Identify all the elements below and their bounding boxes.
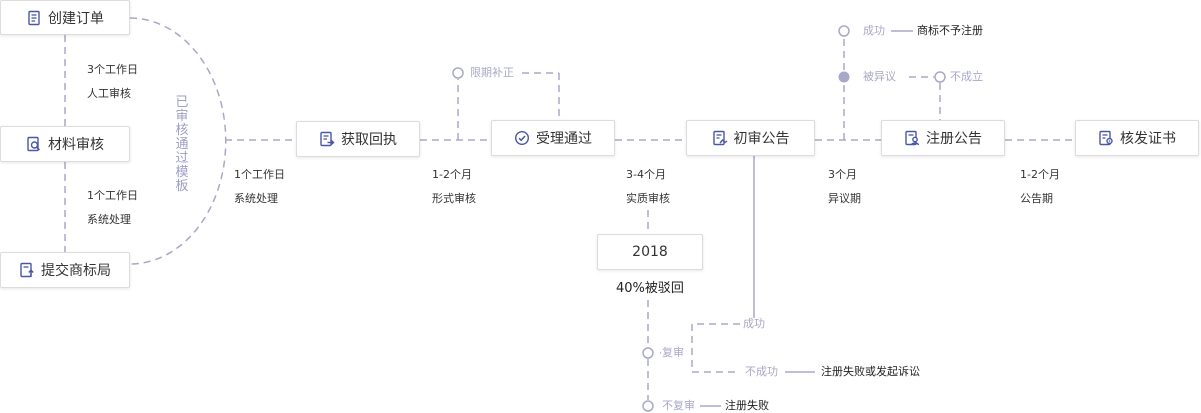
duration-time: 1个工作日: [234, 168, 285, 181]
step-material-review[interactable]: 材料审核: [0, 126, 130, 162]
year-label: 2018: [632, 244, 668, 260]
duration-time: 1-2个月: [432, 168, 472, 181]
upload-document-icon: [19, 262, 35, 278]
step-label: 材料审核: [48, 137, 104, 153]
branch-not-established-label: 不成立: [950, 70, 983, 83]
branch-correction-label: 限期补正: [470, 66, 514, 79]
step-submit-bureau[interactable]: 提交商标局: [0, 252, 130, 288]
step-label: 获取回执: [341, 132, 397, 148]
duration-desc: 实质审核: [626, 192, 670, 205]
no-review-result: 注册失败: [725, 399, 769, 412]
user-document-icon: [904, 130, 920, 146]
step-create-order[interactable]: 创建订单: [0, 0, 130, 35]
duration-desc: 系统处理: [234, 192, 278, 205]
branch-success-result: 商标不予注册: [917, 24, 983, 37]
step-accepted[interactable]: 受理通过: [491, 120, 615, 156]
side-template-label: 已审核通过模板: [175, 95, 189, 194]
search-document-icon: [26, 136, 42, 152]
duration-time: 1-2个月: [1020, 168, 1060, 181]
node-success-upper: [838, 25, 850, 37]
duration-time: 3个月: [828, 168, 857, 181]
review-success-label: 成功: [743, 317, 765, 330]
duration-desc: 公告期: [1020, 192, 1053, 205]
duration-desc: 系统处理: [87, 213, 131, 226]
duration-desc: 人工审核: [87, 87, 131, 100]
node-correction: [452, 67, 464, 79]
receipt-icon: [319, 131, 335, 147]
step-label: 初审公告: [733, 131, 790, 147]
step-label: 核发证书: [1120, 131, 1176, 147]
notice-icon: [712, 130, 728, 146]
no-review-label: 不复审: [662, 399, 695, 412]
certificate-icon: [1098, 130, 1114, 146]
step-get-receipt[interactable]: 获取回执: [296, 121, 420, 157]
check-circle-icon: [514, 130, 530, 146]
step-label: 受理通过: [536, 131, 592, 147]
node-no-review: [642, 400, 654, 412]
node-opposed: [838, 71, 850, 83]
step-certificate[interactable]: 核发证书: [1075, 120, 1199, 156]
step-label: 提交商标局: [41, 263, 111, 279]
step-prelim-notice[interactable]: 初审公告: [686, 120, 815, 156]
node-not-established: [934, 71, 946, 83]
branch-opposed-label: 被异议: [863, 70, 896, 83]
step-reg-notice[interactable]: 注册公告: [881, 120, 1005, 156]
duration-desc: 异议期: [828, 192, 861, 205]
node-review: [642, 347, 654, 359]
duration-time: 3-4个月: [626, 168, 666, 181]
branch-success-label: 成功: [863, 24, 885, 37]
step-label: 注册公告: [926, 131, 982, 147]
duration-desc: 形式审核: [432, 192, 476, 205]
rejection-rate: 40%被驳回: [616, 281, 684, 296]
review-fail-label: 不成功: [745, 365, 778, 378]
year-box: 2018: [597, 234, 703, 270]
duration-time: 1个工作日: [87, 189, 138, 202]
step-label: 创建订单: [48, 10, 104, 27]
review-label: 复审: [662, 346, 684, 359]
review-fail-result: 注册失败或发起诉讼: [821, 365, 920, 378]
document-icon: [26, 10, 42, 26]
duration-time: 3个工作日: [87, 63, 138, 76]
